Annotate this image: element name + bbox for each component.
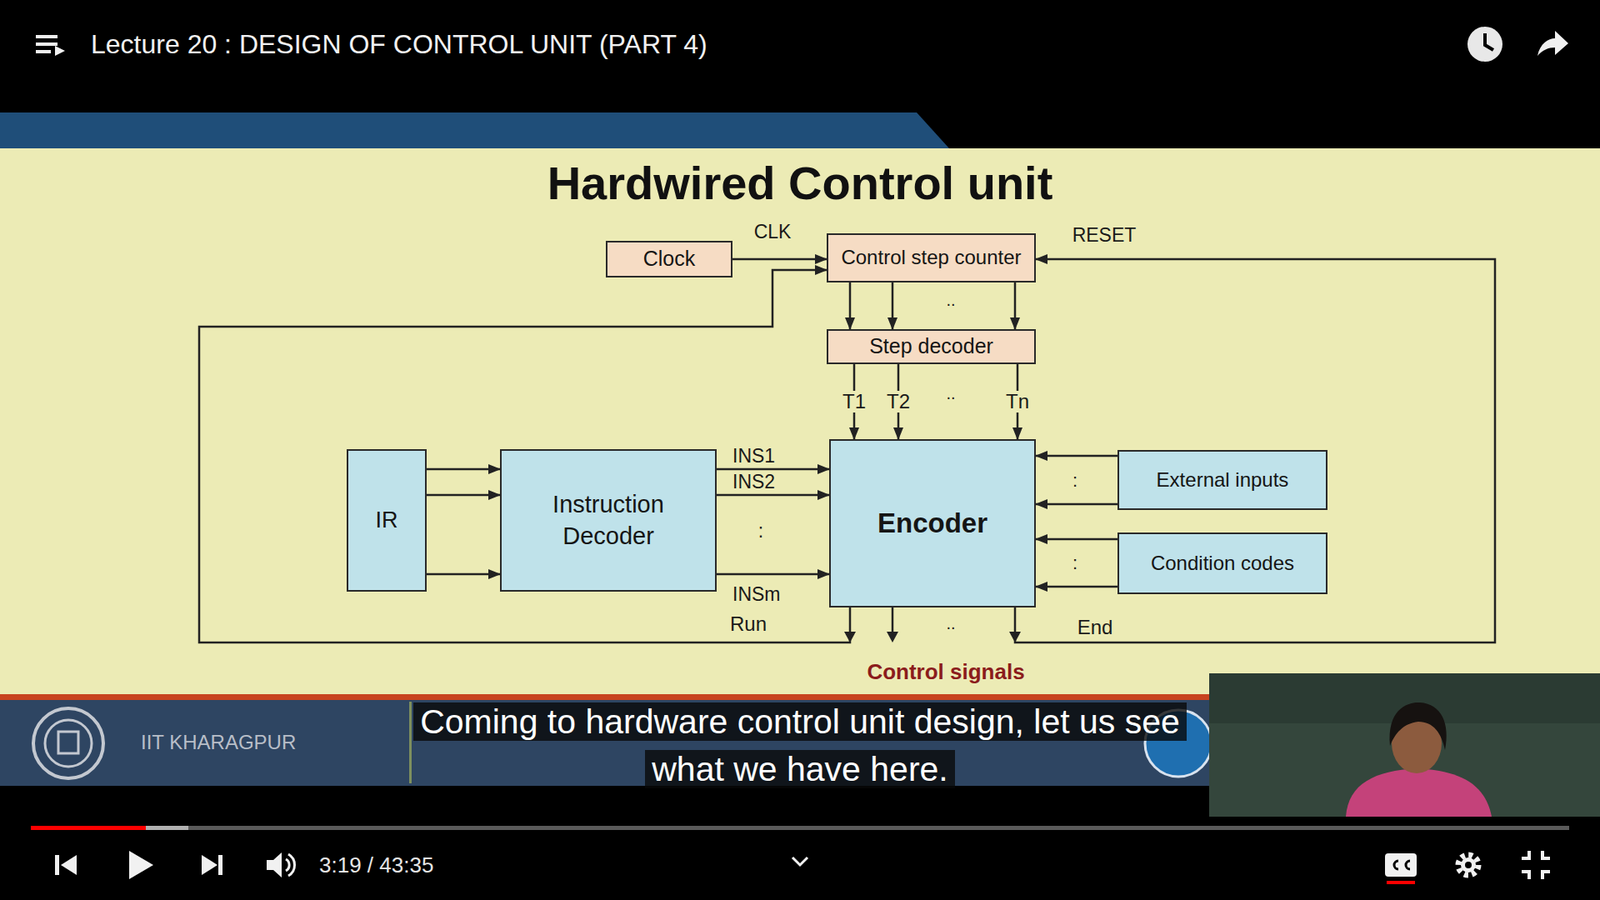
slide-title: Hardwired Control unit xyxy=(0,160,1600,207)
connector-arrow xyxy=(1035,538,1118,541)
iit-logo xyxy=(33,708,104,779)
signal-name: Run xyxy=(730,614,767,635)
connector-arrow xyxy=(426,468,500,471)
output-caption: Control signals xyxy=(866,660,1025,683)
step-signal-label: Tn xyxy=(1004,390,1031,413)
progress-bar xyxy=(30,825,1570,830)
playlist-icon xyxy=(35,35,65,56)
previous-button xyxy=(55,855,77,875)
time-display: 3:19 / 43:35 xyxy=(319,854,434,876)
watch-later-icon xyxy=(1467,26,1503,62)
chevron-icon xyxy=(792,857,808,865)
decoder-box: Instruction Decoder xyxy=(500,449,717,592)
step-signal-label: T2 xyxy=(885,390,912,413)
ellipsis-mark: .. xyxy=(945,291,955,309)
ellipsis-mark: .. xyxy=(945,385,955,402)
input-box: Condition codes xyxy=(1117,532,1328,595)
input-box: External inputs xyxy=(1117,450,1328,510)
box-text: Step decoder xyxy=(869,335,994,359)
institute-name: IIT KHARAGPUR xyxy=(140,732,296,753)
connector-arrow xyxy=(716,573,830,576)
box-text: External inputs xyxy=(1156,470,1290,490)
captions-icon xyxy=(1385,853,1417,885)
connector-arrow xyxy=(1015,259,1495,643)
ellipsis-mark: : xyxy=(758,521,764,541)
clock-box: Clock xyxy=(605,240,733,278)
decoder-box: Step decoder xyxy=(826,329,1036,365)
connector-arrow xyxy=(1035,455,1118,458)
next-button xyxy=(201,855,223,875)
volume-icon xyxy=(266,852,295,878)
box-text: Instruction Decoder xyxy=(506,489,710,552)
box-text: IR xyxy=(375,508,399,534)
subtitle-box: Coming to hardware control unit design, … xyxy=(404,698,1196,794)
register-box: IR xyxy=(346,449,427,592)
connector-arrow xyxy=(849,282,852,330)
connector-arrow xyxy=(732,258,827,261)
box-text: Encoder xyxy=(877,508,988,539)
box-text: Clock xyxy=(643,247,696,271)
ellipsis-mark: : xyxy=(1072,471,1078,490)
connector-arrow xyxy=(716,468,830,471)
counter-box: Control step counter xyxy=(826,233,1036,283)
connector-arrow xyxy=(716,494,830,497)
step-signal-label: T1 xyxy=(840,390,868,413)
ellipsis-mark: : xyxy=(1072,554,1078,573)
play-button xyxy=(129,850,154,880)
connector-arrow xyxy=(426,494,500,497)
connector-arrow xyxy=(199,270,850,643)
signal-name: End xyxy=(1077,617,1114,638)
settings-icon xyxy=(1458,855,1479,875)
exit-fullscreen-icon xyxy=(1521,850,1550,880)
connector-arrow xyxy=(1014,282,1017,330)
box-text: Condition codes xyxy=(1150,554,1295,574)
connector-arrow xyxy=(1035,503,1118,506)
presenter-inset xyxy=(1209,673,1600,817)
video-title: Lecture 20 : DESIGN OF CONTROL UNIT (PAR… xyxy=(90,30,708,58)
encoder-box: Encoder xyxy=(829,439,1036,608)
connector-arrow xyxy=(1035,585,1118,589)
share-icon xyxy=(1537,30,1569,56)
signal-name: RESET xyxy=(1072,225,1137,245)
slide-top-band xyxy=(0,112,950,149)
signal-name: INS2 xyxy=(732,472,775,492)
signal-name: INS1 xyxy=(732,446,775,466)
slide-ground xyxy=(0,148,1600,695)
subtitle-text: Coming to hardware control unit design, … xyxy=(413,702,1187,789)
signal-name: CLK xyxy=(754,222,792,242)
connector-arrow xyxy=(891,282,895,330)
signal-name: INSm xyxy=(732,585,781,605)
box-text: Control step counter xyxy=(840,248,1021,268)
encoder-output-arrows xyxy=(844,607,1021,643)
connector-arrow xyxy=(426,573,500,576)
footer-divider xyxy=(409,701,412,784)
ellipsis-mark: .. xyxy=(945,615,955,632)
